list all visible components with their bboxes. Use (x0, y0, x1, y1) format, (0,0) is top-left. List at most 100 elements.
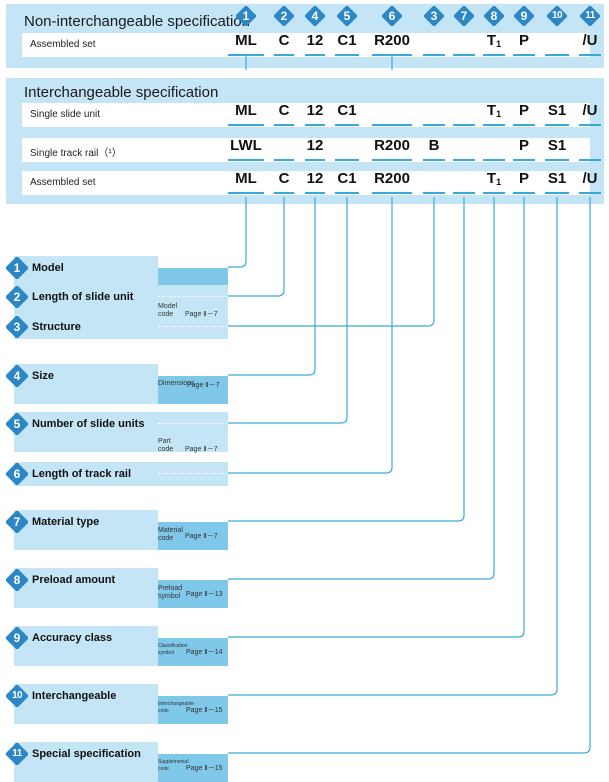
code-c5: R200 (374, 170, 410, 187)
code-text: C1 (337, 32, 357, 49)
code-text: P (518, 137, 530, 154)
dotted-leader (158, 637, 228, 638)
code-text: S1 (547, 137, 567, 154)
code-text: C (278, 170, 290, 187)
column-number-badge: 2 (274, 6, 294, 26)
code-c5: R200 (374, 32, 410, 49)
code-underline (545, 54, 569, 56)
code-c8: T1 (487, 102, 501, 119)
column-number-text: 8 (490, 9, 498, 23)
code-underline (335, 192, 359, 194)
code-underline (483, 54, 505, 56)
item-number-badge: 7 (5, 510, 29, 534)
code-c2: C (279, 170, 290, 187)
spec-item (14, 684, 228, 724)
code-underline (483, 159, 505, 161)
dotted-leader (158, 521, 228, 522)
code-text: R200 (374, 170, 410, 187)
code-text: B (428, 137, 440, 154)
ref-page: Page Ⅱ－14 (186, 649, 223, 656)
code-underline (453, 192, 475, 194)
code-underline (372, 54, 412, 56)
item-number-text: 3 (13, 320, 21, 334)
code-text: S1 (547, 170, 567, 187)
item-name: Size (32, 370, 55, 382)
non-interchangeable-title: Non-interchangeable specification (24, 13, 250, 30)
column-number-text: 5 (343, 9, 351, 23)
code-underline (513, 159, 535, 161)
item-number-badge: 11 (5, 742, 29, 766)
code-text: C (278, 102, 290, 119)
code-c9: P (519, 102, 529, 119)
interchangeable-assembled-row (22, 171, 590, 195)
row-label: Assembled set (30, 39, 96, 50)
ref-page: Page Ⅱ－7 (187, 382, 220, 389)
connector-line (228, 197, 247, 268)
connector-line (228, 197, 316, 376)
spec-item (14, 412, 228, 452)
column-number-badge: 6 (382, 6, 402, 26)
code-underline (453, 124, 475, 126)
item-number-badge: 3 (5, 315, 29, 339)
code-underline (513, 54, 535, 56)
interchangeable-title: Interchangeable specification (24, 84, 219, 101)
code-underline (228, 124, 264, 126)
code-underline (305, 54, 325, 56)
code-underline (335, 159, 359, 161)
code-text: ML (235, 102, 257, 119)
spec-item (14, 315, 228, 339)
code-underline (305, 124, 325, 126)
code-text: C1 (337, 170, 357, 187)
ref-label: Preload symbol (158, 585, 183, 600)
code-underline (274, 192, 294, 194)
item-number-text: 4 (13, 369, 21, 383)
row-label: Single track rail（¹） (30, 148, 122, 159)
dotted-leader (158, 375, 228, 376)
ref-label: Classification symbol (158, 643, 188, 656)
code-underline (305, 192, 325, 194)
dotted-leader (158, 296, 228, 297)
code-text: 12 (306, 102, 324, 119)
code-underline (423, 124, 445, 126)
interchangeable-track-rail-row (22, 138, 590, 162)
item-number-text: 6 (13, 467, 21, 481)
code-c9: P (519, 32, 529, 49)
code-c1: LWL (230, 137, 262, 154)
item-number-badge: 6 (5, 462, 29, 486)
code-underline (335, 54, 359, 56)
item-number-text: 11 (12, 748, 22, 759)
code-c2: C (279, 102, 290, 119)
row-label: Single slide unit (30, 109, 101, 120)
code-text: /U (582, 170, 598, 187)
code-c4: C1 (337, 170, 356, 187)
column-number-badge: 1 (236, 6, 256, 26)
code-c11: /U (583, 32, 598, 49)
code-c10: S1 (548, 137, 566, 154)
code-c6: B (429, 137, 440, 154)
code-c5: R200 (374, 137, 410, 154)
code-text: T (486, 102, 497, 119)
ref-page: Page Ⅱ－13 (186, 591, 223, 598)
code-underline (372, 124, 412, 126)
item-name: Preload amount (32, 574, 116, 586)
dotted-leader (158, 579, 228, 580)
item-number-text: 1 (13, 261, 21, 275)
item-number-badge: 9 (5, 626, 29, 650)
code-c4: C1 (337, 102, 356, 119)
code-c3: 12 (307, 32, 324, 49)
code-c1: ML (235, 32, 257, 49)
column-number-text: 3 (430, 9, 438, 23)
code-underline (228, 159, 264, 161)
column-number-badge: 5 (337, 6, 357, 26)
connector-line (228, 197, 525, 638)
code-text: /U (582, 32, 598, 49)
code-c1: ML (235, 102, 257, 119)
code-underline (274, 159, 294, 161)
ref-page: Page Ⅱ－7 (185, 311, 218, 318)
ref-label: Supplemental code (158, 759, 189, 772)
column-number-text: 1 (242, 9, 250, 23)
item-number-text: 9 (13, 631, 21, 645)
code-c8: T1 (487, 170, 501, 187)
code-c2: C (279, 32, 290, 49)
